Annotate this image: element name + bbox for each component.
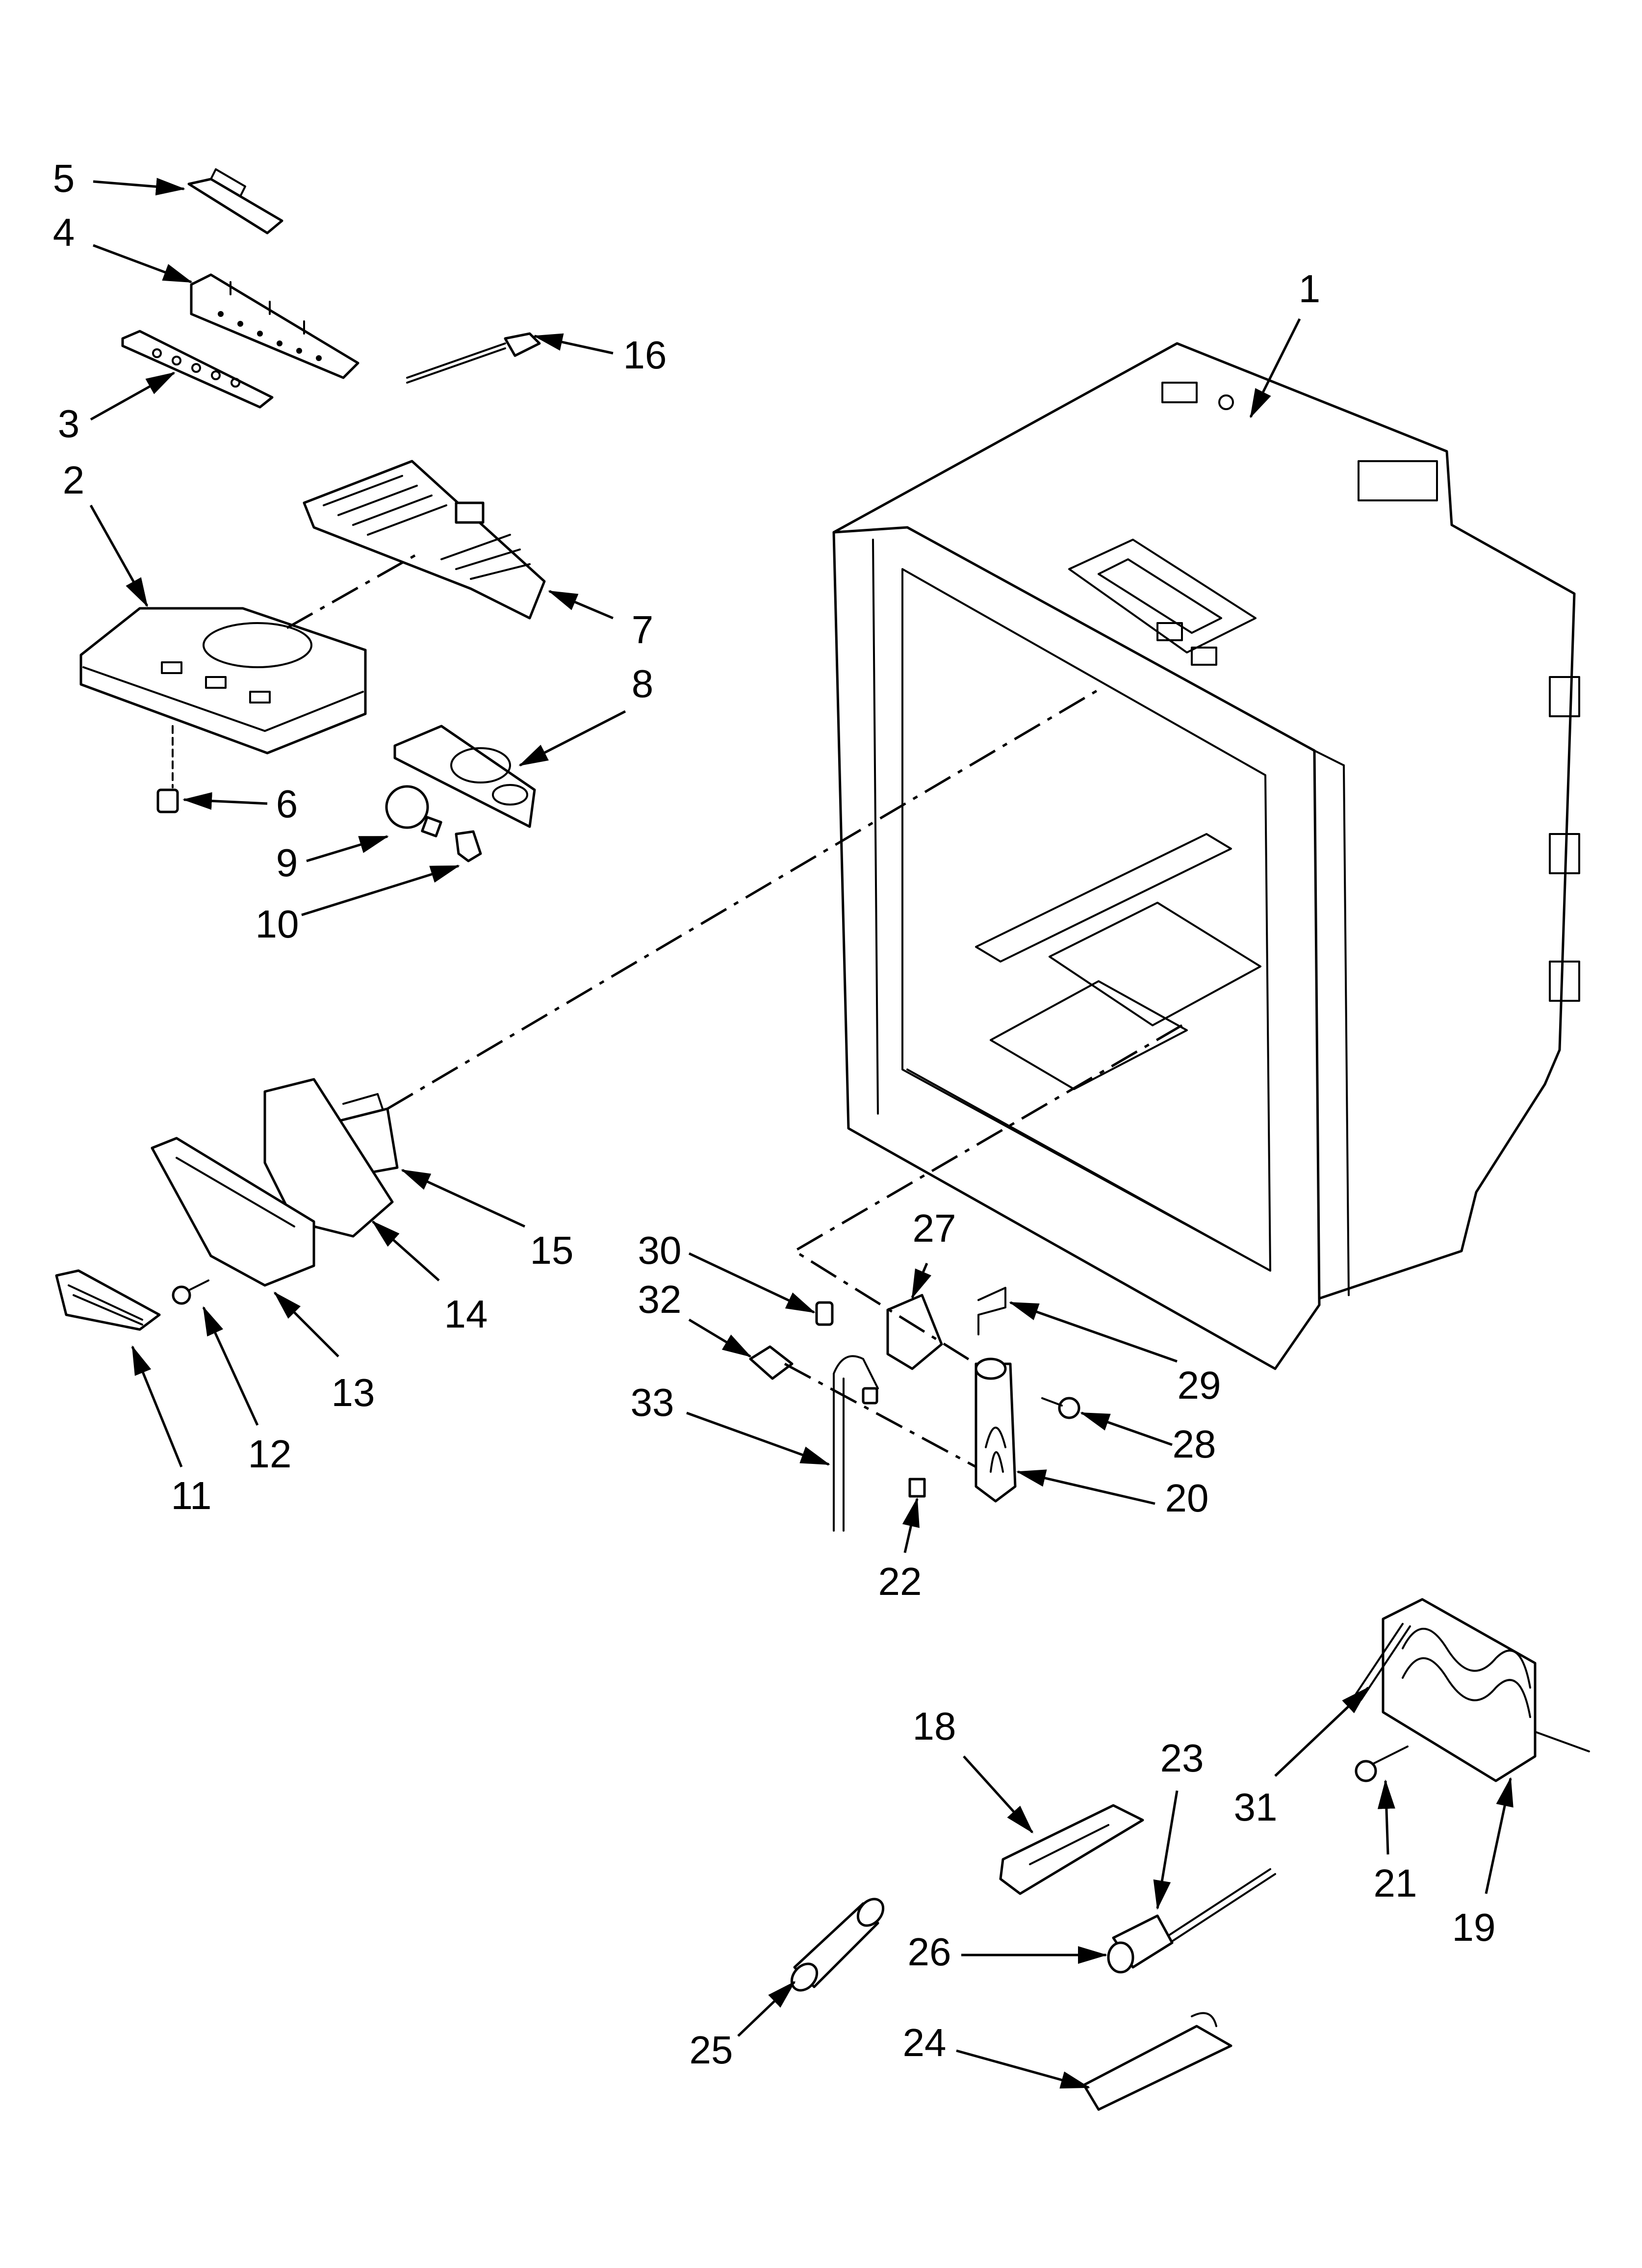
part-28-screw [1041, 1397, 1080, 1419]
part-12-screw [172, 1279, 209, 1305]
part-2-control-panel [79, 607, 367, 755]
callout-33: 33 [631, 1381, 674, 1424]
callout-8: 8 [632, 662, 654, 705]
part-7-air-diffuser [303, 460, 546, 620]
part-27-bracket [886, 1294, 943, 1370]
part-32-clip [749, 1345, 794, 1380]
callout-29: 29 [1178, 1363, 1221, 1407]
part-29-clip [977, 1287, 1006, 1335]
callout-24: 24 [903, 2021, 947, 2064]
part-19-heater [1382, 1598, 1590, 1782]
callout-5: 5 [53, 156, 75, 200]
callout-28: 28 [1173, 1422, 1216, 1466]
callout-22: 22 [878, 1560, 922, 1603]
callout-18: 18 [913, 1704, 956, 1748]
callout-10: 10 [256, 902, 299, 946]
assembly-line-2-7 [286, 553, 418, 629]
callouts: 1 2 3 4 5 6 7 8 9 10 11 12 13 14 15 16 1 [53, 156, 1514, 2089]
part-8-light-shield [393, 725, 536, 828]
callout-4: 4 [53, 210, 75, 254]
callout-14: 14 [444, 1292, 488, 1336]
part-33-tube [833, 1355, 879, 1532]
callout-25: 25 [690, 2028, 733, 2072]
callout-3: 3 [58, 402, 80, 445]
callout-11: 11 [171, 1474, 211, 1517]
callout-12: 12 [248, 1432, 292, 1476]
part-14-housing [263, 1078, 394, 1238]
part-25-cap [790, 1898, 885, 1992]
callout-26: 26 [908, 1930, 951, 1974]
part-30-clip [815, 1301, 834, 1326]
part-23-thermistor [1156, 1868, 1276, 1949]
callout-32: 32 [638, 1277, 682, 1321]
part-4-control-housing [190, 273, 359, 379]
callout-16: 16 [623, 333, 667, 377]
callout-9: 9 [276, 841, 298, 885]
callout-23: 23 [1160, 1736, 1204, 1780]
part-10-light-socket [455, 830, 482, 862]
part-21-screw [1355, 1746, 1409, 1782]
part-20-housing [975, 1357, 1017, 1503]
callout-15: 15 [530, 1228, 574, 1272]
part-6-switch [156, 725, 179, 813]
part-11-grille [55, 1269, 161, 1331]
assembly-line-liner-brackets [792, 1024, 1183, 1365]
assembly-line-clips [784, 1362, 977, 1468]
part-26-sensor [1107, 1914, 1174, 1974]
callout-1: 1 [1299, 267, 1321, 311]
assembly-line-15-liner [386, 685, 1104, 1110]
part-16-sensor [406, 332, 541, 384]
callout-7: 7 [632, 608, 654, 652]
callout-2: 2 [63, 458, 85, 502]
part-13-cover [151, 1137, 315, 1287]
part-3-overlay [121, 330, 274, 409]
callout-21: 21 [1374, 1861, 1417, 1905]
part-5-bracket [187, 168, 283, 235]
part-22-clip [908, 1478, 926, 1498]
callout-30: 30 [638, 1228, 682, 1272]
part-24-retainer [1082, 2012, 1232, 2111]
callout-31: 31 [1234, 1785, 1278, 1829]
callout-13: 13 [332, 1371, 375, 1414]
part-9-light-bulb [385, 785, 442, 837]
callout-19: 19 [1452, 1905, 1496, 1949]
callout-27: 27 [913, 1206, 956, 1250]
part-18-holder [999, 1804, 1144, 1895]
callout-6: 6 [276, 782, 298, 826]
callout-20: 20 [1165, 1476, 1209, 1520]
